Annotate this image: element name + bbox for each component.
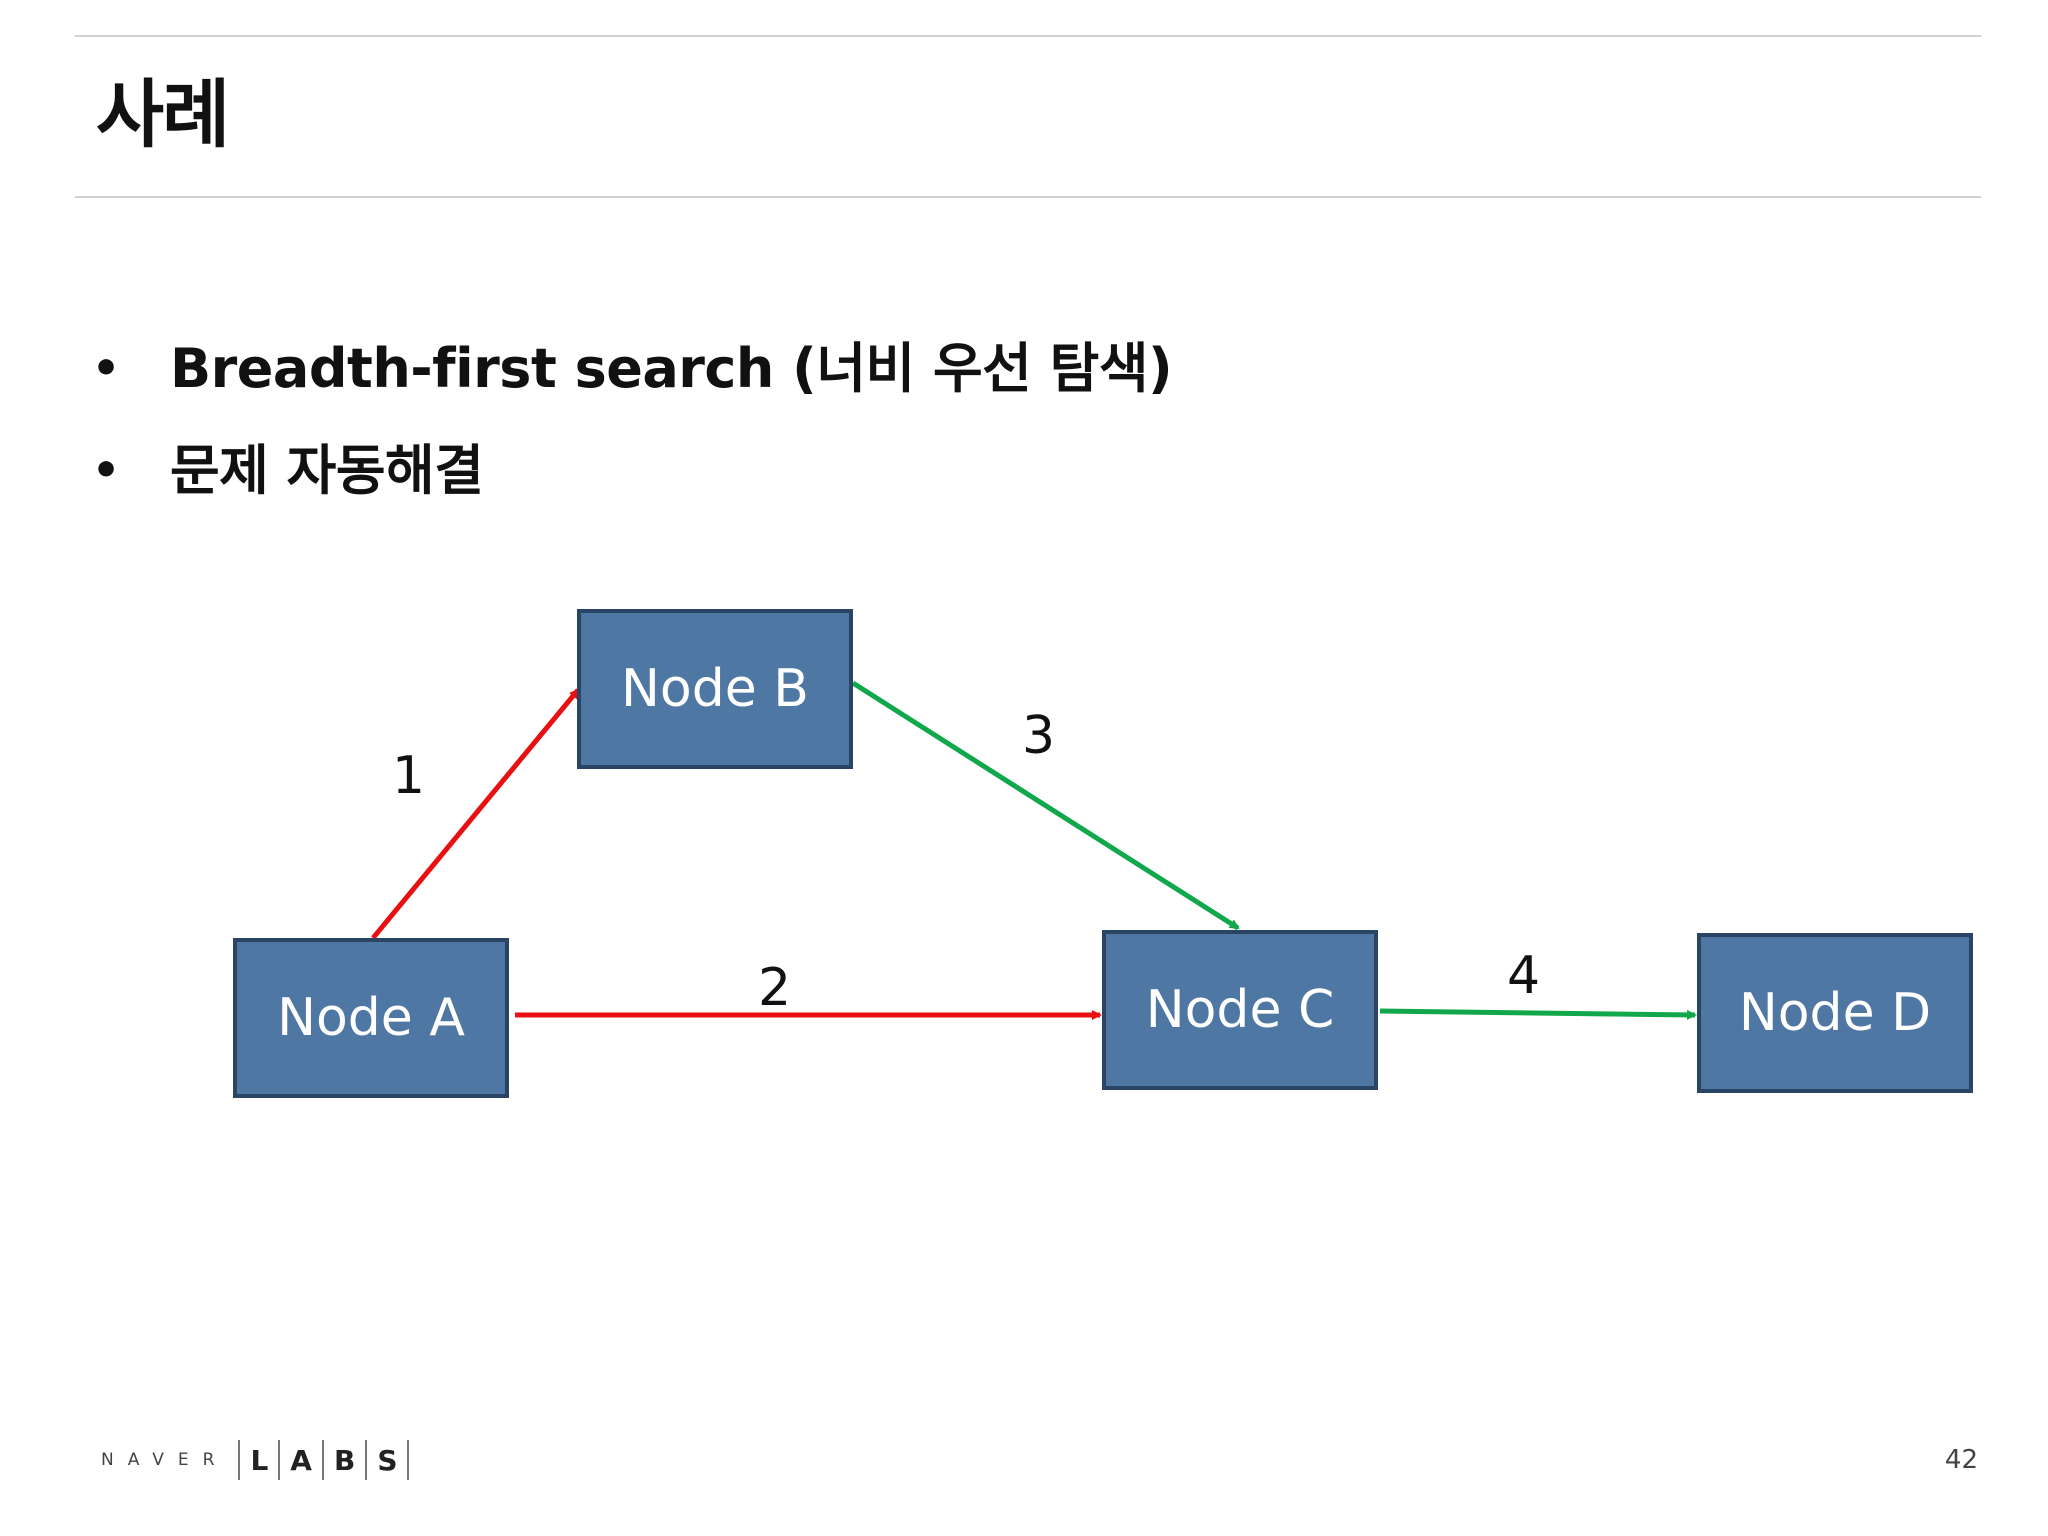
- edge-label-3: 3: [1022, 706, 1056, 766]
- logo-letter-b: B: [333, 1443, 356, 1477]
- bullet-item-auto-solve: • 문제 자동해결: [92, 420, 1172, 522]
- naver-labs-logo: NAVER L A B S: [101, 1440, 419, 1480]
- edge-1-a-to-b: [371, 688, 580, 940]
- logo-letter-s: S: [377, 1443, 398, 1477]
- node-c: Node C: [1102, 930, 1378, 1090]
- logo-divider: [238, 1440, 241, 1480]
- logo-letter-l: L: [250, 1443, 269, 1477]
- logo-naver-text: NAVER: [101, 1450, 229, 1470]
- bullet-list: • Breadth-first search (너비 우선 탐색) • 문제 자…: [92, 318, 1173, 522]
- edge-label-2: 2: [758, 958, 792, 1018]
- bullet-text-bfs: Breadth-first search (너비 우선 탐색): [170, 337, 1173, 400]
- node-a: Node A: [233, 938, 509, 1098]
- logo-divider: [321, 1440, 324, 1480]
- page-number: 42: [1944, 1445, 1978, 1475]
- logo-divider: [365, 1440, 368, 1480]
- edge-label-4: 4: [1507, 946, 1541, 1006]
- edge-3-b-to-c: [851, 680, 1240, 931]
- slide-title: 사례: [96, 72, 230, 158]
- node-b: Node B: [577, 609, 853, 769]
- title-divider: [75, 196, 1981, 198]
- top-divider: [75, 35, 1981, 37]
- bullet-marker: •: [92, 445, 121, 496]
- bullet-text-auto-solve: 문제 자동해결: [170, 439, 484, 502]
- bullet-item-bfs: • Breadth-first search (너비 우선 탐색): [92, 318, 1173, 420]
- node-d: Node D: [1697, 933, 1973, 1093]
- logo-divider: [407, 1440, 410, 1480]
- edge-label-1: 1: [392, 746, 426, 806]
- bullet-marker: •: [92, 343, 121, 394]
- edge-4-c-to-d: [1379, 1008, 1697, 1020]
- logo-divider: [278, 1440, 281, 1480]
- logo-letter-a: A: [290, 1443, 312, 1477]
